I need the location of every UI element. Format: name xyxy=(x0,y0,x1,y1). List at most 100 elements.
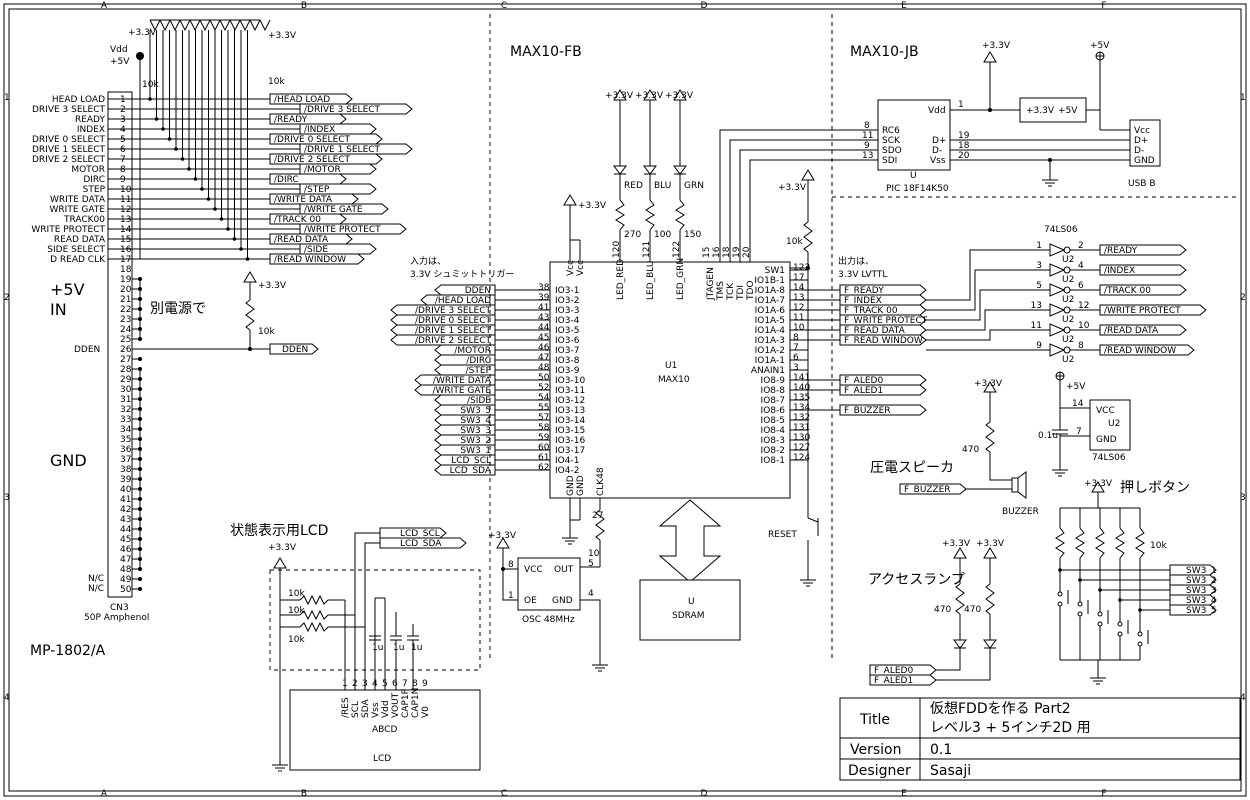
u1-left-pin: 47 xyxy=(538,353,549,363)
net-flag xyxy=(299,123,377,135)
lcd-pin-num: 1 xyxy=(342,679,348,689)
pullup-zig xyxy=(229,19,241,32)
net-flag-label: /MOTOR xyxy=(304,165,341,175)
btn-contact xyxy=(1097,611,1103,617)
usb-gnd: GND xyxy=(1134,156,1155,166)
cn3-pin-num: 35 xyxy=(120,435,131,445)
u1-right-io: IO1A-7 xyxy=(755,296,785,306)
cn3-pin-num: 34 xyxy=(120,425,132,435)
cn3-pin-num: 45 xyxy=(120,535,131,545)
u1-note-in-2: 3.3V シュミットトリガー xyxy=(410,269,514,280)
title-line2: レベル3 + 5インチ2D 用 xyxy=(930,720,1091,736)
u1-left-pin: 58 xyxy=(538,423,550,433)
led-name: GRN xyxy=(684,181,704,191)
pullup-zig xyxy=(189,19,201,32)
pic-dm: D- xyxy=(932,146,942,156)
cn3-pin-label: DRIVE 0 SELECT xyxy=(32,135,106,145)
u1-out-flag xyxy=(839,384,927,396)
btn-flag xyxy=(1169,594,1217,606)
buzzer-net: F_BUZZER xyxy=(904,485,951,495)
grid-col-d-top: D xyxy=(701,1,708,11)
pullup-zig xyxy=(149,19,161,32)
cn3-pin-num: 12 xyxy=(120,205,131,215)
ls06-out: 2 xyxy=(1078,241,1084,251)
cn3-pin-label: READ DATA xyxy=(54,235,106,245)
cn3-pin-num: 33 xyxy=(120,415,131,425)
cn3-pin-num: 25 xyxy=(120,335,131,345)
lcd-sda: LCD_SDA xyxy=(400,539,442,549)
u1-right-io: IO1A-6 xyxy=(755,306,786,316)
access-r2: 470 xyxy=(964,605,981,615)
net-flag-label: /READ WINDOW xyxy=(274,255,346,265)
lcd-pin-name: Vss xyxy=(371,702,381,718)
ls06-out: 4 xyxy=(1078,261,1084,271)
osc-33v: +3.3V xyxy=(488,531,517,541)
cn3-pin-label: WRITE DATA xyxy=(50,195,106,205)
pic-sck: SCK xyxy=(882,136,901,146)
u1-left-pin: 41 xyxy=(538,303,549,313)
u1-top-name: TMS xyxy=(716,281,726,301)
version-value: 0.1 xyxy=(930,742,952,758)
pullup-zig xyxy=(249,19,261,32)
btn-contact xyxy=(1117,621,1123,627)
u1-net-flag xyxy=(420,294,496,306)
ls06-cap: 0.1u xyxy=(1038,431,1058,441)
u1-net-label: LCD_SCL xyxy=(451,456,491,466)
ls06-flag xyxy=(1099,324,1187,336)
btn-contact xyxy=(1137,631,1143,637)
access-33v-2: +3.3V xyxy=(976,539,1005,549)
u1-out-flag xyxy=(839,304,927,316)
u1-right-io: IO1A-2 xyxy=(755,346,785,356)
ls06-in-wire xyxy=(926,309,1050,331)
btn-resistor xyxy=(1115,527,1125,559)
pic-p13: 13 xyxy=(862,151,873,161)
led-vcc: +3.3V xyxy=(635,91,664,101)
u1-out-flag xyxy=(839,334,927,346)
dden-33v: +3.3V xyxy=(258,281,287,291)
cn3-pin-num: 49 xyxy=(120,575,132,585)
cn3-pin-num: 11 xyxy=(120,195,131,205)
u1-net-label: SW3_5 xyxy=(460,406,491,416)
pullup-zig xyxy=(259,19,271,32)
btn-flag xyxy=(1169,604,1217,616)
grid-row-2-right: 2 xyxy=(1240,293,1246,303)
ls06-net: /INDEX xyxy=(1104,266,1135,276)
u1-left-pin: 50 xyxy=(538,373,550,383)
u1-top-name: LED_BLU xyxy=(646,261,656,300)
grid-row-4-right: 4 xyxy=(1240,693,1246,703)
section-jb: MAX10-JB xyxy=(850,44,919,60)
net-flag-label: /INDEX xyxy=(304,125,335,135)
pullup-zig xyxy=(159,19,171,32)
btn-contact2 xyxy=(1117,631,1123,637)
u1-top-pin: 121 xyxy=(642,241,652,258)
cn3-pin-num: 5 xyxy=(120,135,126,145)
u1-gnd1: GND xyxy=(566,475,576,496)
u1-left-pin: 60 xyxy=(538,443,550,453)
u1-net-flag xyxy=(434,464,496,476)
ls06-u: U2 xyxy=(1062,355,1074,365)
u1-net-label: /DRIVE 3 SELECT xyxy=(415,306,492,316)
lcd-pin-num: 4 xyxy=(372,679,378,689)
cn3-pin-num: 13 xyxy=(120,215,131,225)
cn3-pin-num: 14 xyxy=(120,225,132,235)
u1-left-pin: 45 xyxy=(538,333,549,343)
u1-note-in-1: 入力は、 xyxy=(410,255,446,267)
designer-value: Sasaji xyxy=(930,763,971,779)
osc-p1: 1 xyxy=(508,591,514,601)
u1-left-io: IO3-9 xyxy=(555,366,580,376)
lcd-pin-num: 5 xyxy=(382,679,388,689)
ls06-flag xyxy=(1099,284,1187,296)
ls06-net: /READ WINDOW xyxy=(1104,346,1176,356)
u1-top-name: LED_GRN xyxy=(676,258,686,300)
u1-right-pin: 12 xyxy=(793,303,804,313)
btn-net: SW3_4 xyxy=(1186,596,1217,606)
net-flag-label: /DRIVE 3 SELECT xyxy=(304,105,381,115)
ls06-p7: 7 xyxy=(1076,427,1082,437)
osc-gnd: GND xyxy=(552,596,573,606)
lcd-title: 状態表示用LCD xyxy=(230,523,328,539)
ls06-in-wire xyxy=(926,289,1050,321)
cn3-pin-label: SIDE SELECT xyxy=(47,245,105,255)
u1-left-pin: 62 xyxy=(538,463,549,473)
net-flag-label: /DRIVE 1 SELECT xyxy=(304,145,381,155)
